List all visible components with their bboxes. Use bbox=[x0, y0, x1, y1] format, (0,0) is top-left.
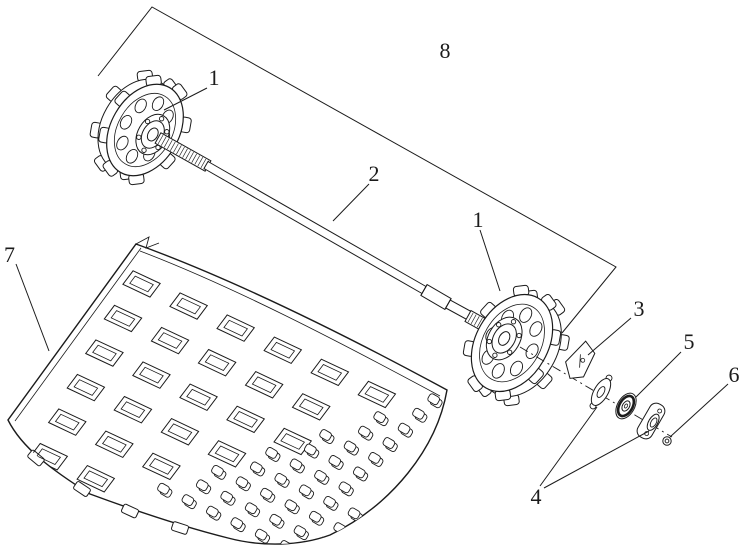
leader-lines bbox=[15, 87, 729, 489]
callout-8: 8 bbox=[440, 38, 451, 63]
callout-7: 7 bbox=[4, 242, 15, 267]
assembly-bracket-polyline bbox=[97, 6, 617, 334]
leader-3 bbox=[587, 317, 632, 356]
track-tread-lugs bbox=[157, 393, 443, 545]
callout-1-left: 1 bbox=[209, 65, 220, 90]
leader-1-left bbox=[163, 87, 208, 111]
callout-6: 6 bbox=[729, 362, 740, 387]
leader-2 bbox=[332, 183, 370, 222]
sprocket-wheel-left bbox=[89, 69, 192, 186]
leader-5 bbox=[635, 351, 682, 398]
leader-4-b bbox=[543, 430, 650, 489]
leader-4-a bbox=[539, 406, 598, 487]
track-hole-grid bbox=[29, 270, 397, 493]
callout-3: 3 bbox=[634, 296, 645, 321]
track-guide-lugs bbox=[27, 449, 189, 535]
callout-5: 5 bbox=[684, 329, 695, 354]
callout-labels: 8 1 2 1 3 5 6 7 4 bbox=[4, 38, 740, 509]
bearing-and-flange-parts bbox=[519, 340, 673, 446]
leader-6 bbox=[669, 383, 729, 438]
leader-7 bbox=[15, 263, 50, 352]
callout-4: 4 bbox=[531, 484, 542, 509]
leader-1-right bbox=[479, 229, 501, 292]
callout-2: 2 bbox=[369, 161, 380, 186]
assembly-bracket-line-8 bbox=[97, 6, 617, 334]
callout-1-right: 1 bbox=[473, 207, 484, 232]
sprocket-wheel-right bbox=[462, 284, 570, 407]
